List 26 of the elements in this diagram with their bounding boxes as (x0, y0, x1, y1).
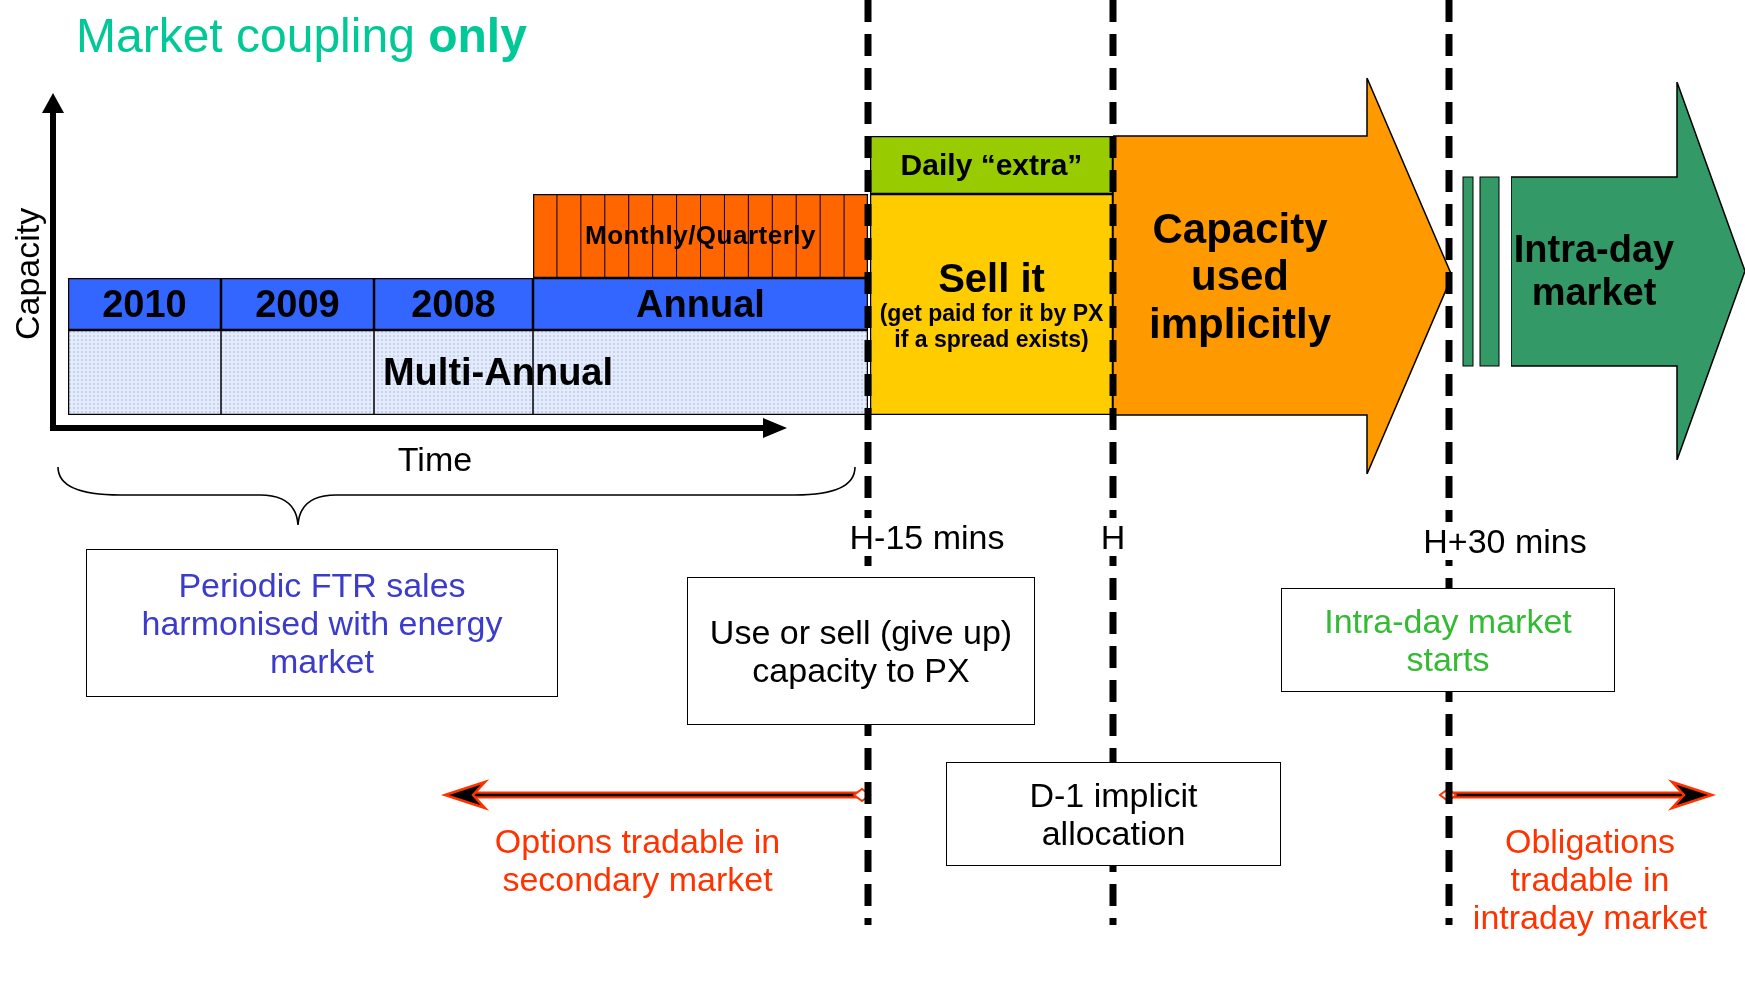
arrow-shape (1511, 82, 1745, 460)
capacity-band (68, 330, 868, 415)
box-text: D-1 implicit allocation (1028, 775, 1199, 853)
note-text: Options tradable in secondary market (493, 822, 782, 899)
text-box (687, 577, 1035, 725)
band-label: Sell it (938, 256, 1045, 302)
text-box (1281, 588, 1615, 692)
band-label: Intra-day market (1512, 228, 1676, 314)
note-text: Obligations tradable in intraday market (1471, 822, 1709, 937)
band-label: Annual (636, 282, 765, 326)
arrow-shape (1113, 78, 1452, 474)
band-label: 2009 (255, 282, 340, 326)
note-text: (get paid for it by PX if a spread exists) (878, 301, 1105, 353)
box-text: Periodic FTR sales harmonised with energy market (140, 565, 504, 681)
band-label: Daily “extra” (900, 148, 1083, 182)
band-label: 2010 (102, 282, 187, 326)
title: Market coupling only (76, 10, 527, 63)
axis-label: Capacity (8, 207, 47, 340)
box-text: Use or sell (give up) capacity to PX (708, 612, 1014, 690)
text-box (946, 762, 1281, 866)
band-label: Capacity used implicitly (1147, 205, 1333, 347)
box-text: Intra-day market starts (1323, 601, 1573, 679)
axis-label: Time (396, 440, 474, 479)
band-label: 2008 (411, 282, 496, 326)
capacity-band (870, 194, 1113, 415)
text-box (86, 549, 558, 697)
